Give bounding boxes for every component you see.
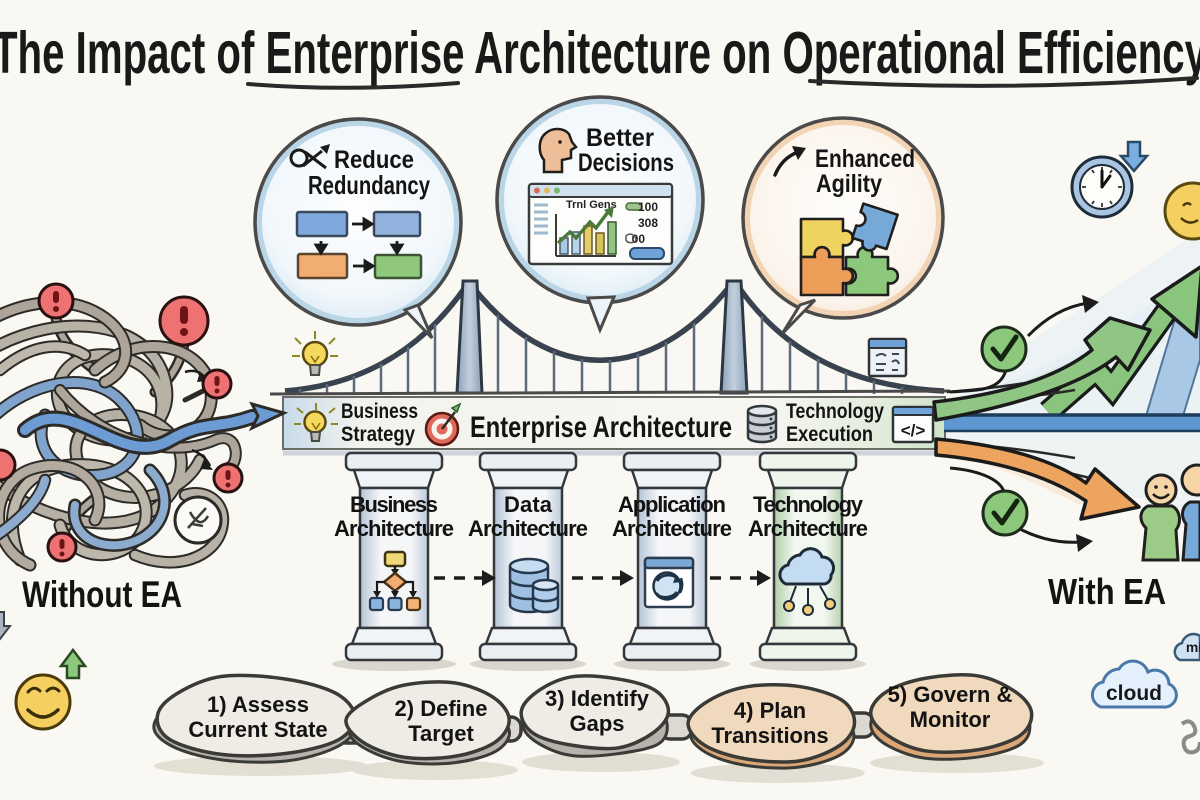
svg-text:2) Define: 2) Define <box>395 696 488 721</box>
svg-text:Architecture: Architecture <box>334 516 454 541</box>
svg-text:5) Govern &: 5) Govern & <box>888 682 1013 707</box>
svg-text:4) Plan: 4) Plan <box>734 698 806 723</box>
svg-text:Data: Data <box>504 492 553 517</box>
svg-text:Strategy: Strategy <box>341 423 415 446</box>
svg-text:Agility: Agility <box>816 170 882 198</box>
svg-text:Gaps: Gaps <box>569 711 624 736</box>
svg-text:Trnl Gens: Trnl Gens <box>566 199 617 211</box>
svg-text:The Impact of Enterprise Archi: The Impact of Enterprise Architecture on… <box>0 20 1200 86</box>
svg-text:Without EA: Without EA <box>22 574 182 615</box>
svg-text:Architecture: Architecture <box>612 516 732 541</box>
svg-text:Technology: Technology <box>753 492 864 517</box>
svg-text:Enhanced: Enhanced <box>815 145 915 173</box>
svg-text:mi: mi <box>1186 639 1200 655</box>
svg-text:Enterprise Architecture: Enterprise Architecture <box>470 411 732 444</box>
svg-text:Monitor: Monitor <box>910 707 991 732</box>
svg-text:Better: Better <box>586 124 654 152</box>
svg-text:3) Identify: 3) Identify <box>545 686 650 711</box>
svg-text:308: 308 <box>638 216 658 230</box>
svg-text:Business: Business <box>341 400 418 423</box>
svg-text:1) Assess: 1) Assess <box>207 692 309 717</box>
svg-text:Transitions: Transitions <box>711 723 828 748</box>
svg-text:Application: Application <box>618 492 726 517</box>
svg-text:Architecture: Architecture <box>468 516 588 541</box>
svg-text:Technology: Technology <box>786 400 884 423</box>
svg-text:</>: </> <box>901 421 926 440</box>
svg-text:Redundancy: Redundancy <box>308 170 430 200</box>
svg-text:Target: Target <box>408 721 474 746</box>
svg-text:Business: Business <box>350 492 438 517</box>
svg-text:100: 100 <box>638 200 658 214</box>
svg-text:Architecture: Architecture <box>748 516 868 541</box>
svg-text:With EA: With EA <box>1048 571 1166 612</box>
svg-text:00: 00 <box>632 232 646 246</box>
svg-text:cloud: cloud <box>1106 682 1162 705</box>
svg-text:Decisions: Decisions <box>578 149 674 177</box>
svg-text:Reduce: Reduce <box>334 146 414 174</box>
svg-text:Current State: Current State <box>188 717 327 742</box>
svg-text:Execution: Execution <box>786 423 873 446</box>
